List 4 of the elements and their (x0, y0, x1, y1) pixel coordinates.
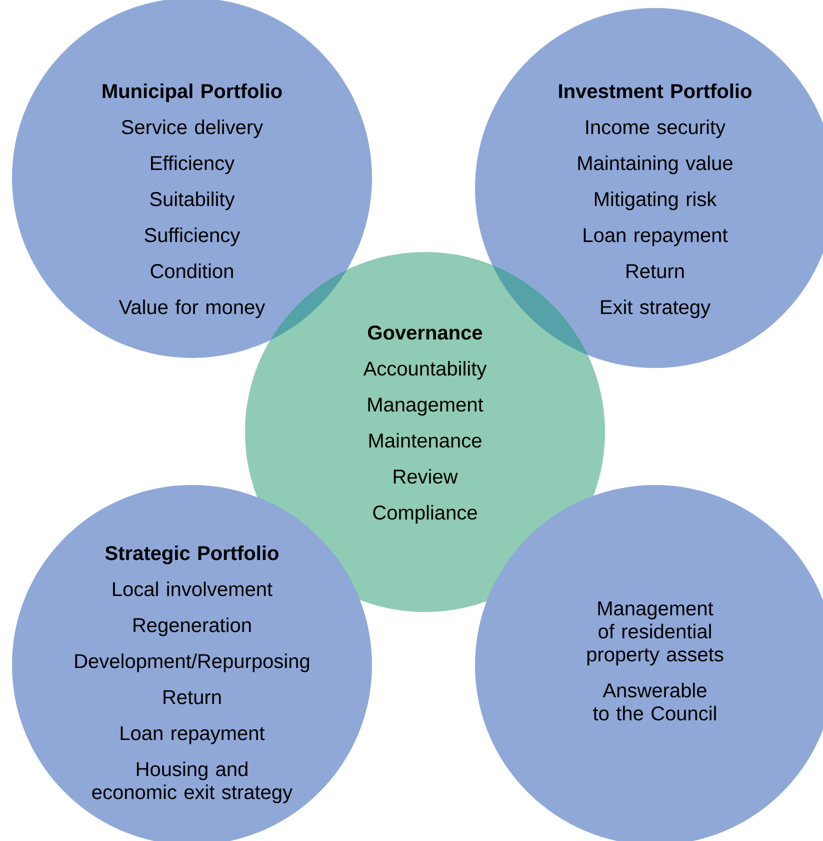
node-label: Management (368, 398, 484, 416)
node-label: Review (394, 469, 458, 484)
node-label: Compliance (373, 505, 477, 524)
node-label: Maintenance (369, 433, 482, 448)
